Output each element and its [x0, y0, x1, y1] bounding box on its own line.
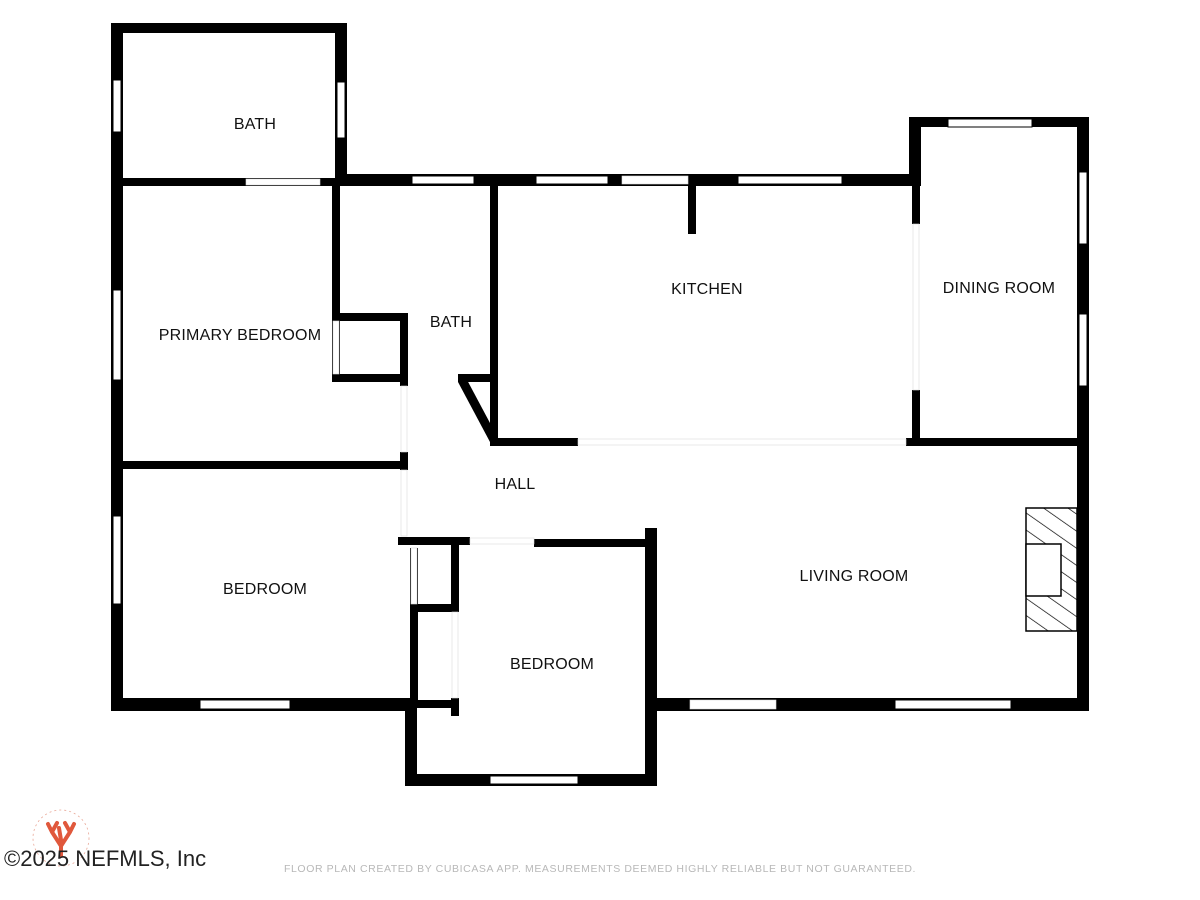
coral-logo — [32, 809, 90, 867]
windows — [112, 79, 1088, 785]
room-label-bath-center: BATH — [429, 314, 473, 331]
room-label-dining-room: DINING ROOM — [942, 280, 1056, 297]
room-label-primary-bedroom: PRIMARY BEDROOM — [158, 327, 322, 344]
floor-plan-disclaimer: FLOOR PLAN CREATED BY CUBICASA APP. MEAS… — [283, 863, 917, 875]
fireplace — [1025, 507, 1078, 632]
room-label-hall: HALL — [494, 476, 536, 493]
exterior-walls — [111, 23, 1089, 786]
room-label-bedroom-left: BEDROOM — [222, 581, 308, 598]
door-openings — [245, 175, 920, 710]
room-label-bedroom-center: BEDROOM — [509, 656, 595, 673]
copyright-text: ©2025 NEFMLS, Inc — [4, 846, 207, 871]
room-label-living-room: LIVING ROOM — [799, 568, 909, 585]
interior-walls — [111, 178, 1089, 716]
room-label-kitchen: KITCHEN — [671, 281, 743, 298]
room-label-bath-upper: BATH — [233, 116, 277, 133]
